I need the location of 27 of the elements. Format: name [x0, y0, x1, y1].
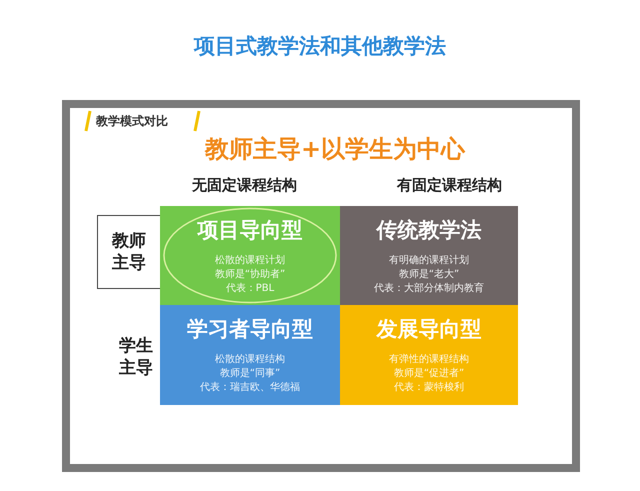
quadrant-title: 项目导向型	[198, 217, 302, 244]
quadrant-text: 教师是“同事”	[218, 367, 282, 381]
quadrant-panel	[340, 305, 518, 405]
quadrant-text: 代表：蒙特梭利	[393, 381, 465, 395]
quadrant-text: 有弹性的课程结构	[388, 353, 470, 367]
row-header: 学生主导	[118, 335, 154, 379]
quadrant-text: 松散的课程结构	[214, 353, 286, 367]
quadrant-title: 传统教学法	[376, 217, 482, 244]
row-header-box	[97, 215, 161, 289]
quadrant-text: 代表：大部分体制内教育	[373, 282, 485, 296]
quadrant-text: 教师是“促进者”	[392, 367, 466, 381]
quadrant-text: 代表：PBL	[224, 282, 276, 296]
quadrant-text: 有明确的课程计划	[388, 254, 470, 268]
row-header: 教师主导	[110, 230, 147, 274]
quadrant-title: 学习者导向型	[187, 316, 313, 343]
quadrant-text: 松散的课程计划	[214, 254, 286, 268]
quadrant-text: 代表：瑞吉欧、华德福	[199, 381, 301, 395]
column-header: 有固定课程结构	[397, 176, 502, 195]
quadrant-text: 教师是“老大”	[398, 268, 460, 282]
title: 项目式教学法和其他教学法	[192, 33, 447, 60]
subtitle: 教师主导+以学生为中心	[204, 134, 466, 165]
quadrant-text: 教师是“协助者”	[214, 268, 286, 282]
column-header: 无固定课程结构	[192, 176, 297, 195]
quadrant-panel	[160, 305, 340, 405]
tag-label: 教学模式对比	[96, 113, 168, 130]
quadrant-panel	[340, 206, 518, 305]
quadrant-title: 发展导向型	[376, 316, 482, 343]
